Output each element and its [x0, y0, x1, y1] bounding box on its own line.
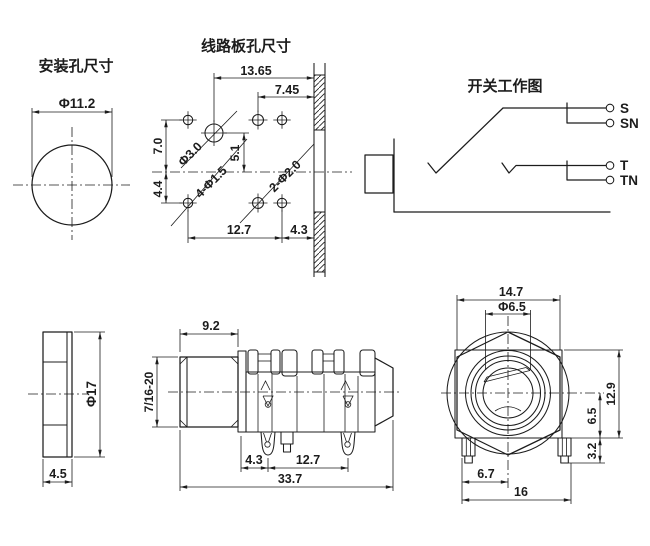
terminal-label-tn: TN [620, 173, 638, 188]
view-side: 9.2 7/16-20 4.3 12.7 33.7 [142, 319, 402, 491]
dim-front-14-7: 14.7 [456, 285, 561, 350]
dim-thread-spec: 7/16-20 [142, 356, 178, 428]
dim-front-6-7: 6.7 [461, 458, 508, 504]
view-front: 14.7 Φ6.5 12.9 6.5 3.2 6.7 [441, 285, 623, 504]
dim-pcb-7-0: 7.0 [151, 119, 182, 172]
dim-label: 7/16-20 [142, 371, 156, 412]
dim-nut-dia: Φ17 [74, 331, 105, 458]
terminal-s-circle [605, 103, 615, 113]
dim-label: 3.2 [585, 442, 599, 459]
dim-pcb-12-7: 12.7 [187, 210, 283, 243]
pcb-section [313, 63, 326, 277]
dim-label: 2-Φ2.0 [267, 157, 304, 194]
dim-label: 6.5 [585, 407, 599, 424]
dim-label: 4.5 [49, 467, 66, 481]
dim-pcb-7-45: 7.45 [257, 83, 314, 112]
solder-lug-right [340, 431, 356, 456]
terminal-label-sn: SN [620, 116, 639, 131]
dim-label: Φ6.5 [498, 300, 526, 314]
terminal-tn-circle [605, 175, 615, 185]
dim-front-hole: Φ6.5 [485, 300, 531, 370]
dim-front-16: 16 [462, 463, 572, 504]
dim-label: 33.7 [278, 472, 302, 486]
dim-label: 16 [514, 485, 528, 499]
mounting-hole-title: 安装孔尺寸 [38, 57, 113, 75]
terminal-sn-circle [605, 118, 615, 128]
switch-contact-t [501, 160, 615, 185]
pcb-hole-pattern [179, 110, 291, 213]
dim-label: 13.65 [240, 64, 271, 78]
dim-label: 4-Φ1.5 [193, 163, 230, 200]
view-switch-diagram: 开关工作图 S SN T TN [364, 77, 639, 213]
dim-label: 12.9 [604, 382, 618, 406]
concentric-rings [446, 331, 570, 455]
plug-body [364, 154, 394, 194]
dim-label: 14.7 [499, 285, 523, 299]
view-nut-side: Φ17 4.5 [28, 331, 105, 487]
dim-front-6-5: 6.5 [585, 393, 602, 438]
dim-side-33-7: 33.7 [179, 420, 394, 491]
dim-label: 7.0 [151, 137, 165, 154]
jack-body [237, 349, 394, 433]
dim-label: 12.7 [296, 453, 320, 467]
dim-thread-length: 9.2 [179, 319, 239, 352]
dim-label: 4.3 [245, 453, 262, 467]
nut-outline [42, 331, 73, 458]
dim-mounting-dia: Φ11.2 [31, 96, 113, 177]
hex-nut [456, 331, 561, 456]
label-mid-holes: 2-Φ2.0 [239, 143, 315, 224]
dim-label: Φ17 [84, 381, 99, 407]
dim-front-12-9: 12.9 [564, 349, 623, 439]
dim-pcb-5-1: 5.1 [224, 132, 249, 172]
dim-pcb-13-65: 13.65 [213, 64, 314, 122]
view-mounting-hole: 安装孔尺寸 Φ11.2 [13, 57, 130, 240]
dim-side-4-3: 4.3 [240, 436, 269, 472]
dim-label: 4.3 [290, 223, 307, 237]
mounting-hole-circle [31, 144, 113, 226]
dim-label: 4.4 [151, 180, 165, 197]
front-lug-right [557, 437, 572, 464]
dim-label: 9.2 [202, 319, 219, 333]
dim-front-3-2: 3.2 [567, 438, 605, 464]
dim-label: 12.7 [227, 223, 251, 237]
terminal-label-t: T [620, 158, 629, 173]
solder-lug-left [260, 431, 276, 456]
body-hole-mark-left [262, 395, 274, 408]
center-tab [280, 431, 294, 453]
dim-label: Φ3.0 [175, 139, 204, 168]
body-hole-mark-right [342, 395, 354, 408]
tip-contact [483, 367, 531, 412]
dim-pcb-4-4: 4.4 [151, 172, 182, 204]
dim-nut-thickness: 4.5 [42, 459, 73, 487]
dim-side-12-7: 12.7 [268, 453, 349, 472]
switch-title: 开关工作图 [467, 77, 542, 95]
dim-label: Φ11.2 [59, 96, 96, 111]
switch-contact-s [427, 102, 615, 174]
front-lug-left [461, 437, 476, 464]
end-taper [374, 357, 394, 427]
dim-label: 6.7 [477, 467, 494, 481]
pcb-holes-title: 线路板孔尺寸 [201, 37, 291, 55]
terminal-label-s: S [620, 101, 629, 116]
view-pcb-holes: 线路板孔尺寸 13.65 7.45 [151, 37, 352, 277]
dim-pcb-4-3: 4.3 [282, 223, 314, 240]
terminal-t-circle [605, 161, 615, 170]
dim-label: 7.45 [275, 83, 299, 97]
